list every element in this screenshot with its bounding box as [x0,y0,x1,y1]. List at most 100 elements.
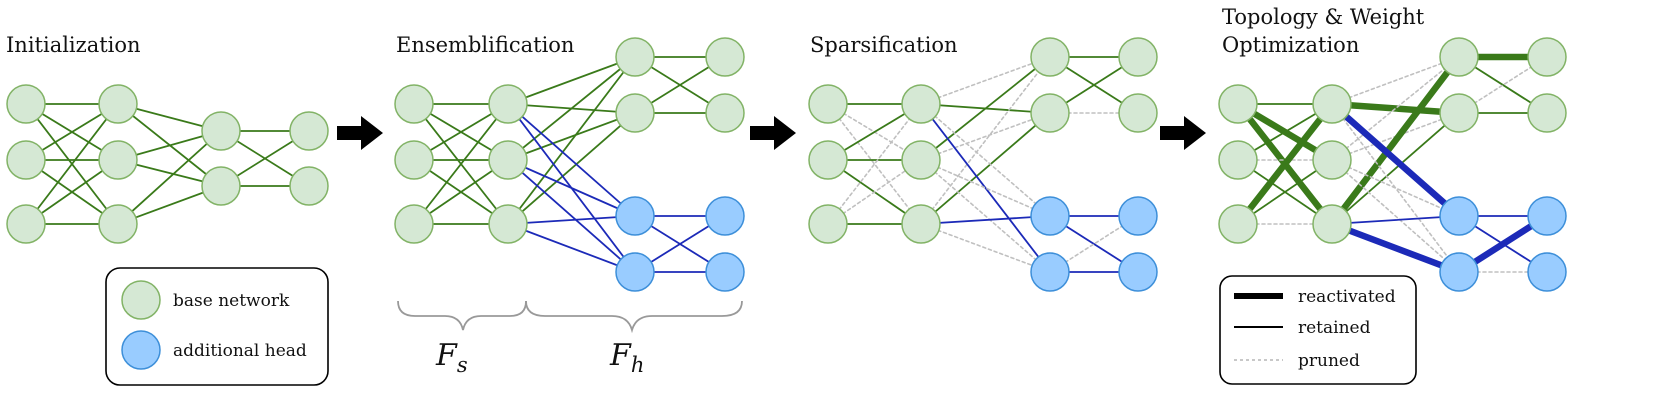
sparse-base-head-edge [920,56,1051,225]
init-edge [117,130,222,225]
right-arrow-icon [337,116,383,150]
opt-base-node-3-1 [1527,93,1567,133]
legend-reactivated-label: reactivated [1298,287,1396,307]
title-topology-line1: Topology & Weight [1222,5,1425,29]
opt-base-head-edge [1331,56,1460,105]
ens-shared-edge [413,103,509,225]
sparse-add-head-edge [920,103,1051,273]
opt-base-node-0-0 [1218,84,1258,124]
brace-head [525,300,743,334]
opt-head-node-0-0 [1439,196,1479,236]
legend-head-swatch [121,330,161,370]
ens-base-node-2-1 [615,93,655,133]
ens-head-node-1-0 [705,196,745,236]
edge-legend: reactivated retained pruned [1219,275,1417,385]
init-node-l1-2 [98,204,138,244]
opt-base-head-edge [1328,53,1463,228]
init-node-l1-0 [98,84,138,124]
init-node-l0-0 [6,84,46,124]
ens-add-head-edge [507,159,636,273]
ens-head-node-1-1 [705,252,745,292]
sparse-base-node-3-1 [1118,93,1158,133]
opt-add-head-edge [1331,215,1460,225]
title-topology-line2: Optimization [1222,33,1359,57]
sparse-head-node-0-1 [1030,252,1070,292]
label-head-function: Fh [609,338,644,377]
ens-base-node-0-0 [394,84,434,124]
opt-base-node-0-2 [1218,204,1258,244]
ens-add-head-edge [507,223,636,273]
right-arrow-icon [1160,116,1206,150]
title-initialization: Initialization [6,33,141,57]
title-sparsification: Sparsification [810,33,958,57]
sparse-base-node-0-2 [808,204,848,244]
opt-base-node-1-0 [1312,84,1352,124]
opt-head-node-1-0 [1527,196,1567,236]
ens-base-node-1-1 [488,140,528,180]
ens-base-head-edge [507,112,636,161]
ens-base-node-3-0 [705,37,745,77]
opt-base-node-3-0 [1527,37,1567,77]
opt-add-head-edge [1328,100,1463,220]
ens-base-node-1-0 [488,84,528,124]
ens-base-head-edge [507,56,636,225]
brace-shared [397,300,527,331]
opt-base-head-edge [1331,56,1460,161]
label-shared-function: Fs [435,338,468,377]
opt-base-node-2-0 [1439,37,1479,77]
sparse-base-node-1-2 [901,204,941,244]
sparse-add-head-edge [920,159,1051,273]
sparse-base-node-2-1 [1030,93,1070,133]
opt-add-head-edge [1331,159,1460,217]
opt-base-head-edge [1331,112,1460,225]
sparse-shared-edge [827,103,922,225]
ens-base-head-edge [507,56,636,105]
init-node-l2-0 [201,111,241,151]
nodes-layer [6,37,1567,292]
sparse-add-head-edge [920,223,1051,273]
init-node-l0-1 [6,140,46,180]
ens-base-head-edge [507,56,636,161]
ens-head-node-0-0 [615,196,655,236]
sparse-add-head-edge [920,215,1051,225]
node-legend: base network additional head [105,267,329,386]
sparse-base-head-edge [920,56,1051,105]
sparse-add-head-edge [920,103,1051,217]
opt-base-node-2-1 [1439,93,1479,133]
ens-head-node-0-1 [615,252,655,292]
opt-add-head-edge [1328,220,1463,276]
init-node-l3-0 [289,111,329,151]
legend-head-label: additional head [173,341,307,361]
sparse-base-node-0-1 [808,140,848,180]
opt-base-node-0-1 [1218,140,1258,180]
opt-head-node-0-1 [1439,252,1479,292]
ens-add-head-edge [507,103,636,217]
opt-base-node-1-2 [1312,204,1352,244]
init-edge [25,103,119,225]
sparse-base-node-1-1 [901,140,941,180]
sparse-base-node-3-0 [1118,37,1158,77]
legend-retained-label: retained [1298,318,1371,338]
opt-head-node-1-1 [1527,252,1567,292]
legend-pruned-label: pruned [1298,351,1360,371]
ens-add-head-edge [507,215,636,225]
sparse-base-node-0-0 [808,84,848,124]
sparse-head-node-0-0 [1030,196,1070,236]
right-arrow-icon [750,116,796,150]
legend-base-label: base network [173,291,290,311]
ens-base-node-0-1 [394,140,434,180]
title-ensemblification: Ensemblification [396,33,574,57]
ens-base-node-3-1 [705,93,745,133]
ens-base-node-2-0 [615,37,655,77]
opt-shared-edge [1234,100,1336,228]
ens-base-node-0-2 [394,204,434,244]
ens-base-node-1-2 [488,204,528,244]
sparse-base-node-2-0 [1030,37,1070,77]
init-node-l1-1 [98,140,138,180]
sparse-base-node-1-0 [901,84,941,124]
sparse-base-head-edge [920,112,1051,225]
init-node-l2-1 [201,166,241,206]
sparse-base-head-edge [920,56,1051,161]
init-node-l0-2 [6,204,46,244]
